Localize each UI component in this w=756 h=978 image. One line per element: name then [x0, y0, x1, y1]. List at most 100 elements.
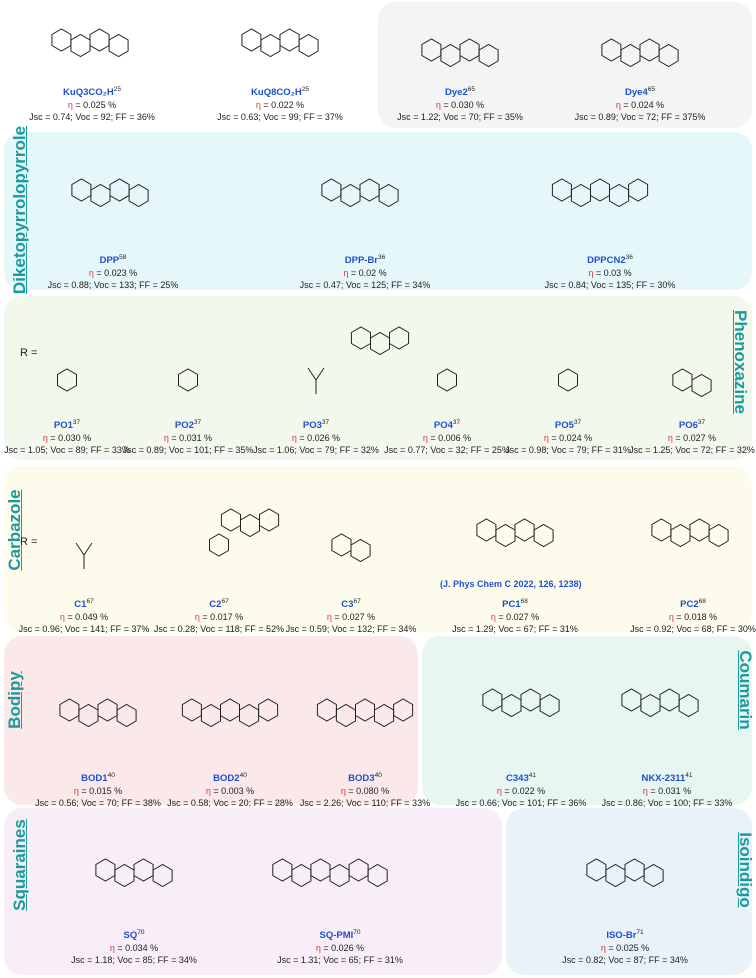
compound-po2: PO237 η = 0.031 % Jsc = 0.89; Voc = 101;…	[123, 417, 254, 456]
efficiency-value: = 0.031 %	[650, 786, 692, 796]
efficiency-value: = 0.03 %	[595, 268, 632, 278]
compound-name: C1	[74, 599, 87, 610]
efficiency-value: = 0.024 %	[623, 100, 665, 110]
compound-dppcn2: DPPCN236 η = 0.03 % Jsc = 0.84; Voc = 13…	[545, 252, 676, 291]
efficiency-value: = 0.031 %	[171, 433, 213, 443]
reference-number: 67	[221, 598, 229, 605]
efficiency-value: = 0.034 %	[117, 943, 159, 953]
compound-name: C2	[209, 599, 222, 610]
compound-c1: C167 η = 0.049 % Jsc = 0.96; Voc = 141; …	[19, 596, 150, 635]
compound-dye2: Dye265 η = 0.030 % Jsc = 1.22; Voc = 70;…	[397, 84, 523, 123]
panel-phenoxazine	[4, 296, 752, 460]
structure-sketch	[241, 28, 319, 58]
efficiency-value: = 0.003 %	[213, 786, 255, 796]
compound-name: PO5	[554, 420, 574, 431]
photovoltaic-metrics: Jsc = 2.26; Voc = 110; FF = 33%	[299, 798, 431, 808]
photovoltaic-metrics: Jsc = 1.29; Voc = 67; FF = 31%	[452, 624, 578, 634]
phenoxazine-r-label: R =	[20, 347, 38, 359]
photovoltaic-metrics: Jsc = 0.47; Voc = 125; FF = 34%	[299, 280, 431, 290]
compound-name: KuQ3CO₂H	[63, 87, 114, 98]
photovoltaic-metrics: Jsc = 0.88; Voc = 133; FF = 25%	[47, 280, 179, 290]
eta-symbol: η	[615, 100, 621, 110]
photovoltaic-metrics: Jsc = 0.86; Voc = 100; FF = 33%	[601, 798, 733, 808]
efficiency-value: = 0.025 %	[75, 100, 117, 110]
panel-carbazole	[4, 466, 752, 632]
reference-number: 40	[107, 772, 115, 779]
eta-symbol: η	[340, 786, 346, 796]
efficiency-value: = 0.024 %	[551, 433, 593, 443]
compound-dpp: DPP58 η = 0.023 % Jsc = 0.88; Voc = 133;…	[48, 252, 179, 291]
label-isoindigo: Isoindigo	[736, 832, 755, 908]
compound-pc2: PC268 η = 0.018 % Jsc = 0.92; Voc = 68; …	[630, 596, 756, 635]
compound-kuq3co-h: KuQ3CO₂H25 η = 0.025 % Jsc = 0.74; Voc =…	[29, 84, 155, 123]
eta-symbol: η	[343, 268, 349, 278]
compound-name: SQ-PMI	[319, 930, 354, 941]
label-bodipy: Bodipy	[5, 671, 24, 729]
eta-symbol: η	[435, 100, 441, 110]
eta-symbol: η	[667, 433, 673, 443]
eta-symbol: η	[109, 943, 115, 953]
compound-name: DPP	[99, 255, 120, 266]
label-coumarin: Coumarin	[736, 650, 755, 730]
reference-number: 67	[86, 598, 94, 605]
compound-name: BOD1	[81, 773, 108, 784]
compound-name: PO2	[174, 420, 194, 431]
eta-symbol: η	[67, 100, 73, 110]
photovoltaic-metrics: Jsc = 0.84; Voc = 135; FF = 30%	[544, 280, 676, 290]
efficiency-value: = 0.026 %	[299, 433, 341, 443]
compound-iso-br: ISO-Br71 η = 0.025 % Jsc = 0.82; Voc = 8…	[562, 927, 688, 966]
compound-bod3: BOD340 η = 0.080 % Jsc = 2.26; Voc = 110…	[300, 770, 430, 809]
reference-number: 40	[374, 772, 382, 779]
compound-sq-pmi: SQ-PMI70 η = 0.026 % Jsc = 1.31; Voc = 6…	[277, 927, 403, 966]
efficiency-value: = 0.017 %	[202, 612, 244, 622]
compound-name: PC1	[502, 599, 521, 610]
photovoltaic-metrics: Jsc = 1.31; Voc = 65; FF = 31%	[277, 955, 403, 965]
compound-name: DPP-Br	[344, 255, 379, 266]
compound-name: BOD3	[348, 773, 375, 784]
compound-name: C343	[506, 773, 529, 784]
compound-name: PO4	[433, 420, 453, 431]
compound-bod1: BOD140 η = 0.015 % Jsc = 0.56; Voc = 70;…	[35, 770, 161, 809]
reference-number: 68	[698, 598, 706, 605]
eta-symbol: η	[315, 943, 321, 953]
compound-name: C3	[341, 599, 354, 610]
compound-dpp-br: DPP-Br36 η = 0.02 % Jsc = 0.47; Voc = 12…	[300, 252, 431, 291]
photovoltaic-metrics: Jsc = 0.89; Voc = 101; FF = 35%	[122, 445, 254, 455]
reference-number: 70	[353, 929, 361, 936]
photovoltaic-metrics: Jsc = 0.89; Voc = 72; FF = 375%	[574, 112, 706, 122]
compound-dye4: Dye465 η = 0.024 % Jsc = 0.89; Voc = 72;…	[575, 84, 706, 123]
eta-symbol: η	[88, 268, 94, 278]
efficiency-value: = 0.030 %	[443, 100, 485, 110]
label-squaraines: Squaraines	[10, 819, 29, 911]
eta-symbol: η	[496, 786, 502, 796]
compound-name: BOD2	[213, 773, 240, 784]
eta-symbol: η	[291, 433, 297, 443]
compound-name: Dye4	[625, 87, 648, 98]
eta-symbol: η	[642, 786, 648, 796]
efficiency-value: = 0.027 %	[675, 433, 717, 443]
eta-symbol: η	[205, 786, 211, 796]
eta-symbol: η	[600, 943, 606, 953]
compound-po6: PO637 η = 0.027 % Jsc = 1.25; Voc = 72; …	[629, 417, 755, 456]
reference-number: 25	[301, 86, 309, 93]
photovoltaic-metrics: Jsc = 0.28; Voc = 118; FF = 52%	[153, 624, 285, 634]
reference-number: 37	[452, 419, 461, 426]
reference-number: 36	[378, 254, 386, 261]
compound-name: PO6	[678, 420, 698, 431]
photovoltaic-metrics: Jsc = 0.58; Voc = 20; FF = 28%	[167, 798, 293, 808]
photovoltaic-metrics: Jsc = 0.77; Voc = 32; FF = 25%	[384, 445, 510, 455]
label-diketopyrrolopyrrole: Diketopyrrolopyrrole	[10, 125, 29, 295]
compound-sq: SQ70 η = 0.034 % Jsc = 1.18; Voc = 85; F…	[71, 927, 197, 966]
compound-name: SQ	[123, 930, 138, 941]
reference-number: 67	[353, 598, 361, 605]
reference-number: 70	[137, 929, 145, 936]
photovoltaic-metrics: Jsc = 1.18; Voc = 85; FF = 34%	[71, 955, 197, 965]
compound-po1: PO137 η = 0.030 % Jsc = 1.05; Voc = 89; …	[4, 417, 130, 456]
reference-number: 36	[625, 254, 633, 261]
photovoltaic-metrics: Jsc = 0.59; Voc = 132; FF = 34%	[285, 624, 417, 634]
reference-number: 65	[467, 86, 475, 93]
photovoltaic-metrics: Jsc = 0.74; Voc = 92; FF = 36%	[29, 112, 155, 122]
reference-number: 68	[520, 598, 528, 605]
photovoltaic-metrics: Jsc = 0.66; Voc = 101; FF = 36%	[455, 798, 587, 808]
eta-symbol: η	[73, 786, 79, 796]
